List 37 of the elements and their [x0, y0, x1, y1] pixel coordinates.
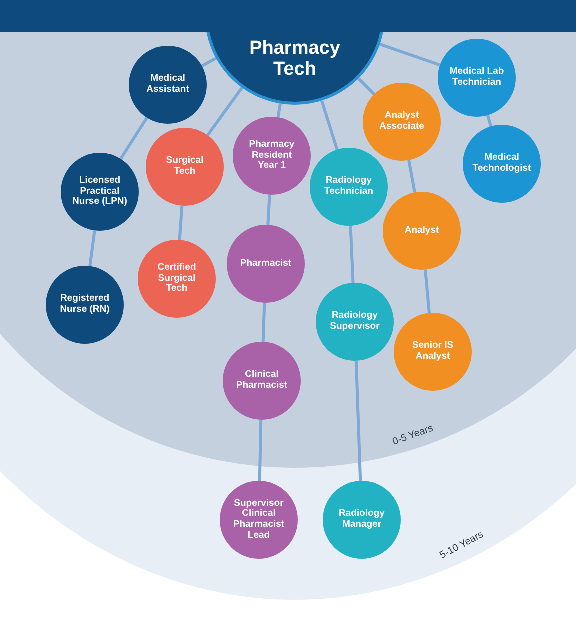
connector-line [424, 270, 431, 314]
years-label: 0-5 Years [391, 423, 435, 448]
job-title: Medical Lab Technician [448, 67, 506, 89]
job-title: Radiology Manager [338, 509, 386, 531]
connector-line [354, 360, 362, 482]
connector-line [276, 104, 282, 118]
job-title: Analyst [404, 226, 440, 236]
job-title: Pharmacy Tech [248, 38, 342, 81]
job-title: Radiology Supervisor [329, 311, 381, 333]
job-title: Surgical Tech [165, 156, 205, 178]
job-title: Analyst Associate [378, 111, 426, 133]
connector-line [408, 160, 416, 193]
job-title: Medical Assistant [146, 74, 190, 96]
connector-line [320, 100, 339, 150]
connector-line [120, 117, 148, 160]
connector-line [486, 115, 493, 127]
job-title: Registered Nurse (RN) [59, 294, 111, 316]
connector-line [262, 302, 266, 342]
connector-line [206, 87, 244, 136]
connector-line [266, 194, 272, 226]
job-title: Senior IS Analyst [411, 341, 455, 363]
job-title: Certified Surgical Tech [156, 263, 198, 295]
connector-line [88, 230, 96, 267]
job-title: Radiology Technician [324, 176, 374, 198]
connector-line [178, 206, 184, 240]
connector-line [349, 226, 355, 284]
job-title: Pharmacist [240, 258, 292, 270]
job-title: Clinical Pharmacist [235, 370, 289, 392]
connector-line [258, 420, 263, 482]
connector-line [380, 43, 441, 67]
job-title: Supervisor Clinical Pharmacist Lead [232, 498, 286, 542]
connector-line [201, 57, 217, 68]
years-label: 5-10 Years [438, 529, 486, 562]
connector-line [358, 78, 376, 96]
job-title: Licensed Practical Nurse (LPN) [72, 176, 128, 208]
job-title: Medical Technologist [472, 153, 532, 175]
job-title: Pharmacy Resident Year 1 [248, 140, 296, 172]
